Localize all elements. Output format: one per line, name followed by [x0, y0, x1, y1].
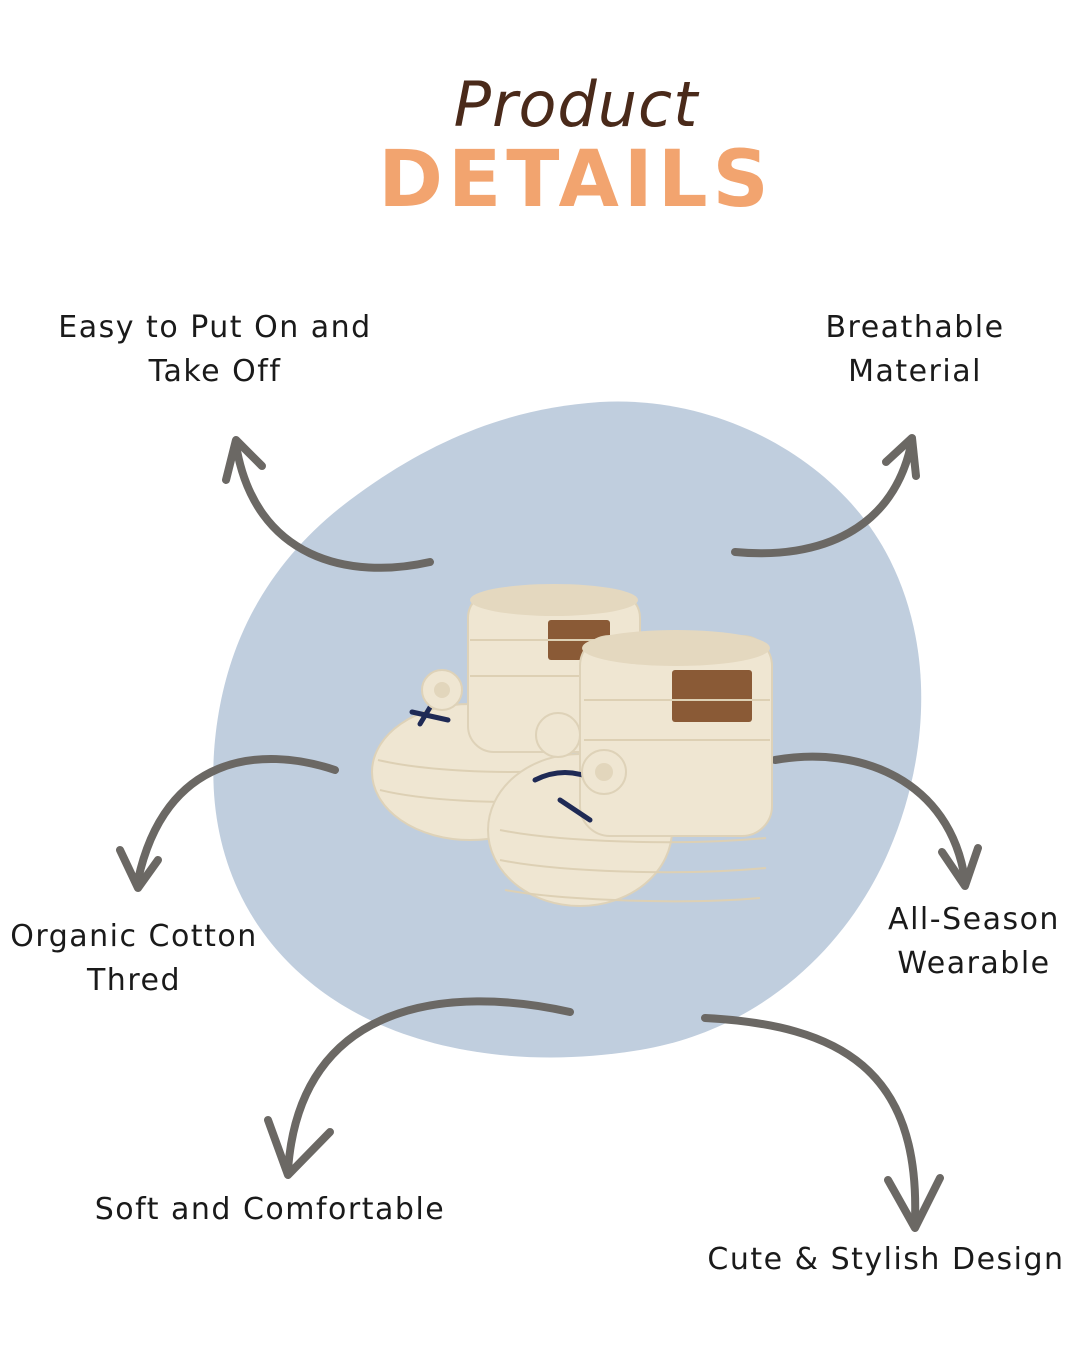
arrow-organic [134, 754, 339, 884]
arrowhead-organic-icon [116, 846, 162, 892]
baby-booties-image [371, 584, 773, 907]
arrowhead-cute-icon [884, 1174, 944, 1232]
arrow-easy [232, 441, 434, 572]
arrowhead-breathable-icon [882, 434, 920, 480]
feature-easy: Easy to Put On and Take Off [58, 310, 372, 389]
arrow-breathable [731, 436, 916, 558]
arrow-season [771, 752, 969, 884]
feature-breathable: Breathable Material [825, 310, 1005, 389]
feature-season: All-Season Wearable [888, 902, 1060, 981]
feature-cute: Cute & Stylish Design [707, 1242, 1065, 1277]
arrowhead-soft-icon [264, 1116, 334, 1179]
page-title: Product DETAILS [0, 68, 1080, 225]
feature-soft: Soft and Comfortable [94, 1192, 446, 1227]
arrowhead-season-icon [938, 844, 982, 890]
feature-organic: Organic Cotton Thred [10, 919, 258, 998]
title-script: Product [453, 68, 699, 141]
arrowhead-easy-icon [222, 436, 266, 484]
arrow-cute [701, 1014, 920, 1224]
title-main: DETAILS [378, 135, 774, 225]
arrow-soft [284, 997, 574, 1174]
